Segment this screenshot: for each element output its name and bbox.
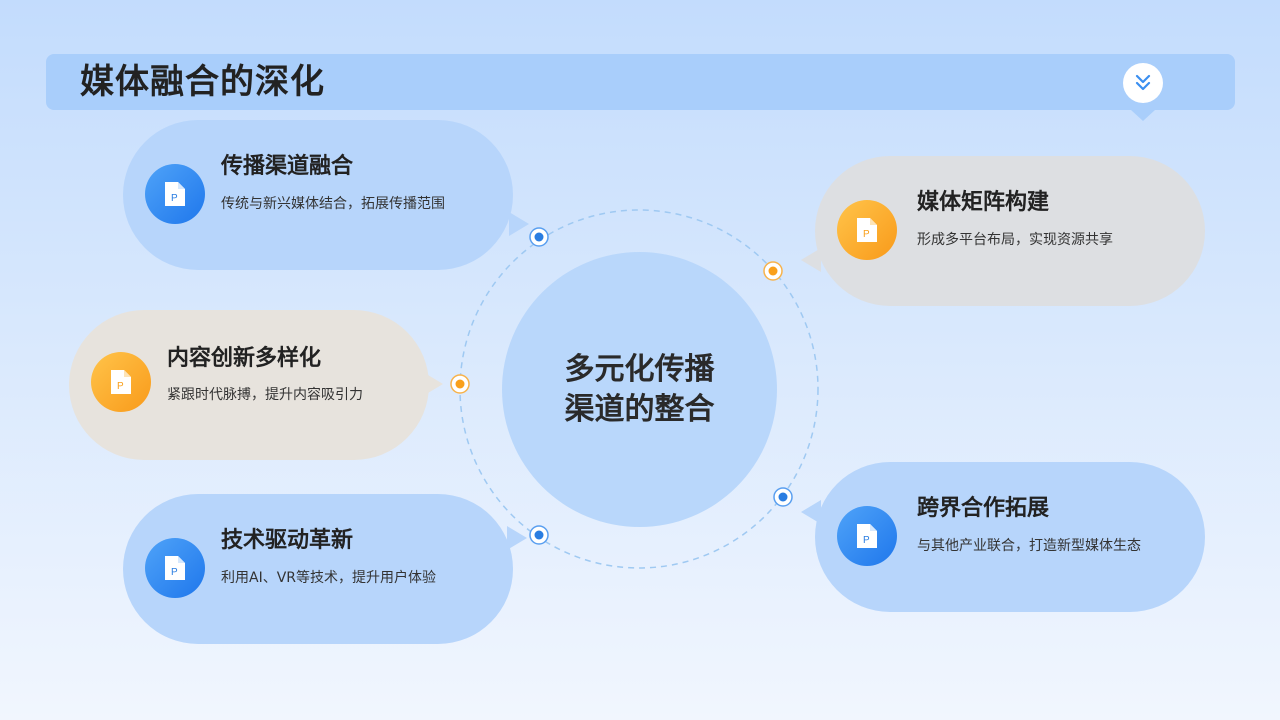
bubble-media-matrix: P 媒体矩阵构建 形成多平台布局，实现资源共享 [801,156,1205,306]
center-line-2: 渠道的整合 [564,391,715,427]
connector-dot-4 [773,487,793,507]
connector-dot-5 [529,525,549,545]
double-chevron-down-icon[interactable] [1123,63,1163,103]
svg-text:P: P [117,381,124,392]
bubble-tech-innovation: P 技术驱动革新 利用AI、VR等技术，提升用户体验 [123,494,527,644]
bubble-title: 媒体矩阵构建 [917,190,1050,215]
document-icon: P [837,200,897,260]
bubble-desc: 与其他产业联合，打造新型媒体生态 [917,538,1141,554]
bubble-desc: 紧跟时代脉搏，提升内容吸引力 [167,387,363,403]
document-icon: P [837,506,897,566]
bubble-tail [509,212,529,236]
document-icon: P [91,352,151,412]
bubble-tail [801,248,821,272]
bubble-channel-fusion: P 传播渠道融合 传统与新兴媒体结合，拓展传播范围 [123,120,529,270]
bubble-title: 跨界合作拓展 [917,496,1050,521]
connector-dot-2 [763,261,783,281]
center-line-1: 多元化传播 [564,351,715,387]
svg-text:P: P [863,229,870,240]
svg-text:P: P [171,193,178,204]
bubble-tail [507,526,527,550]
bubble-tail [801,500,821,524]
document-icon: P [145,164,205,224]
bubble-tail [423,372,443,396]
center-circle: 多元化传播 渠道的整合 [502,252,777,527]
page-title: 媒体融合的深化 [80,62,325,102]
bubble-desc: 传统与新兴媒体结合，拓展传播范围 [221,196,445,212]
bubble-content-innovation: P 内容创新多样化 紧跟时代脉搏，提升内容吸引力 [69,310,443,460]
connector-dot-1 [529,227,549,247]
bubble-title: 内容创新多样化 [167,346,322,371]
bubble-desc: 形成多平台布局，实现资源共享 [917,232,1113,248]
title-pointer [1131,110,1155,121]
connector-dot-3 [450,374,470,394]
svg-text:P: P [863,535,870,546]
bubble-title: 技术驱动革新 [221,528,354,553]
bubble-title: 传播渠道融合 [221,154,354,179]
svg-text:P: P [171,567,178,578]
bubble-desc: 利用AI、VR等技术，提升用户体验 [221,570,437,586]
title-bar: 媒体融合的深化 [46,54,1235,121]
bubble-cross-border: P 跨界合作拓展 与其他产业联合，打造新型媒体生态 [801,462,1205,612]
document-icon: P [145,538,205,598]
